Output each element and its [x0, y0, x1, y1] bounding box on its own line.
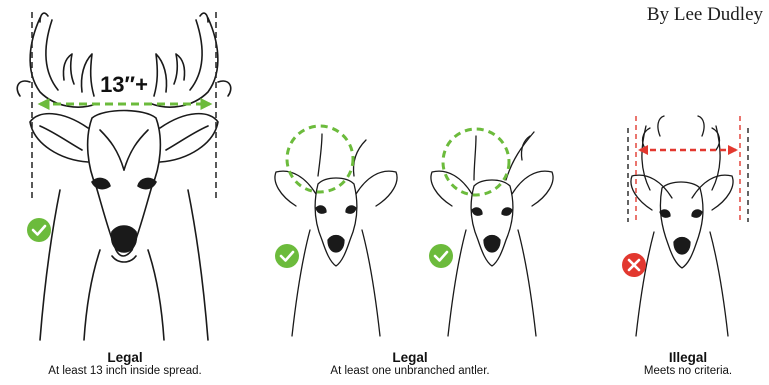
- caption-title: Legal: [48, 350, 201, 365]
- deer-large: [17, 13, 231, 340]
- spread-measurement-label: 13″+: [100, 72, 148, 97]
- caption-subtitle: Meets no criteria.: [644, 365, 732, 378]
- caption-panel-3: Illegal Meets no criteria.: [644, 350, 732, 378]
- caption-subtitle: At least one unbranched antler.: [330, 365, 489, 378]
- caption-panel-2: Legal At least one unbranched antler.: [330, 350, 489, 378]
- antler-spread-guide-lines: [636, 116, 740, 222]
- caption-title: Illegal: [644, 350, 732, 365]
- deer-small-right: [431, 132, 553, 336]
- caption-subtitle: At least 13 inch inside spread.: [48, 365, 201, 378]
- x-icon: [622, 253, 646, 277]
- caption-panel-1: Legal At least 13 inch inside spread.: [48, 350, 201, 378]
- check-icon: [429, 244, 453, 268]
- check-icon: [27, 218, 51, 242]
- caption-title: Legal: [330, 350, 489, 365]
- byline: By Lee Dudley: [647, 4, 763, 26]
- check-icon: [275, 244, 299, 268]
- spread-guide-lines: [32, 12, 216, 200]
- deer-small-left: [275, 134, 397, 336]
